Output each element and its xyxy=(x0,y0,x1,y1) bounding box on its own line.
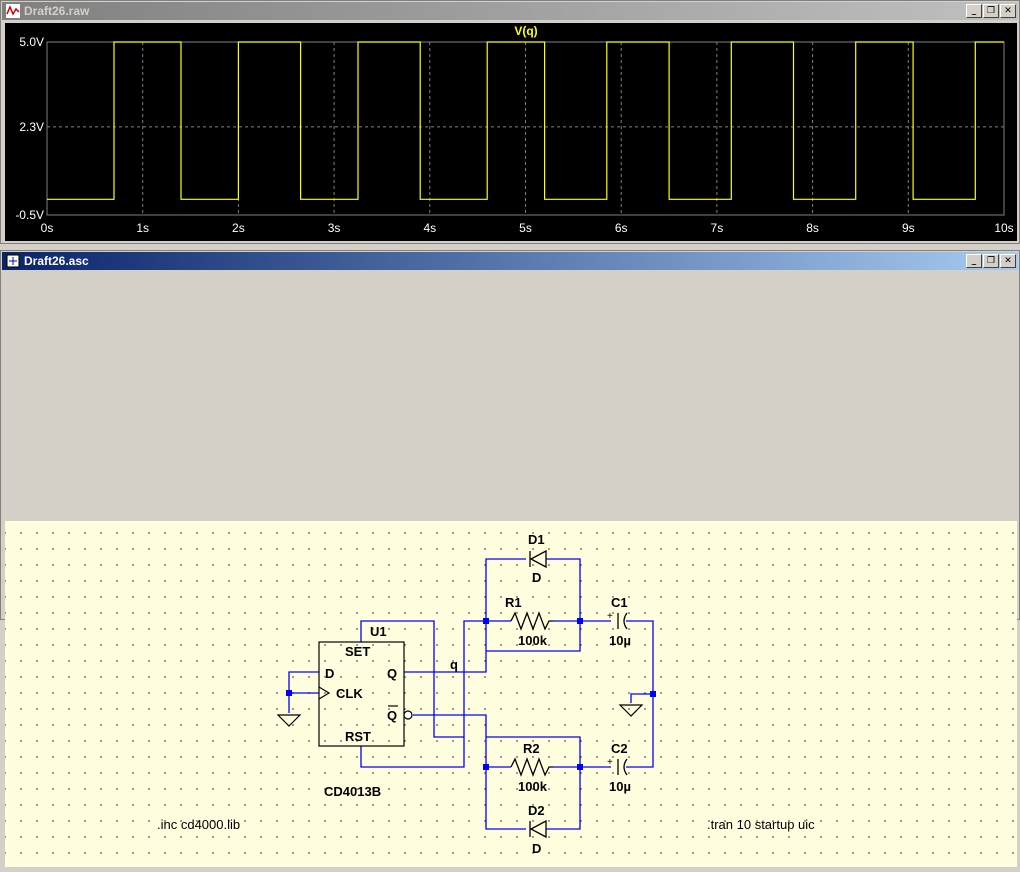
x-tick-label: 4s xyxy=(423,221,436,235)
restore-icon: ❐ xyxy=(986,255,996,266)
r2-value-label: 100k xyxy=(518,779,548,794)
schematic-window: Draft26.asc _ ❐ ✕ xyxy=(0,250,1020,867)
qbar-pin-label: Q xyxy=(387,708,397,723)
waveform-window-title: Draft26.raw xyxy=(24,4,90,18)
minimize-button[interactable]: _ xyxy=(966,254,982,268)
tran-directive[interactable]: .tran 10 startup uic xyxy=(707,817,815,832)
d2-diode[interactable] xyxy=(529,819,547,839)
part-number-label: CD4013B xyxy=(324,784,381,799)
y-tick-label: -0.5V xyxy=(15,208,44,222)
clk-pin-label: CLK xyxy=(336,686,363,701)
x-tick-label: 1s xyxy=(136,221,149,235)
r1-resistor[interactable] xyxy=(510,611,553,631)
maximize-button[interactable]: ❐ xyxy=(983,254,999,268)
d-pin-label: D xyxy=(325,666,334,681)
c1-label: C1 xyxy=(611,595,628,610)
schematic-app-icon xyxy=(6,254,20,268)
minimize-icon: _ xyxy=(971,255,977,266)
x-tick-label: 3s xyxy=(328,221,341,235)
u1-label: U1 xyxy=(370,624,387,639)
x-tick-label: 8s xyxy=(806,221,819,235)
schematic-drawing[interactable]: U1 SET D CLK Q Q RST CD4013B q D1 D R1 1… xyxy=(5,521,1017,867)
qbar-bubble-icon xyxy=(403,710,413,720)
c2-polarity-label: + xyxy=(607,757,613,768)
x-tick-label: 0s xyxy=(41,221,54,235)
close-icon: ✕ xyxy=(1004,255,1012,266)
waveform-titlebar[interactable]: Draft26.raw _ ❐ ✕ xyxy=(2,2,1018,20)
x-tick-label: 6s xyxy=(615,221,628,235)
net-q-label: q xyxy=(450,657,458,672)
ground-icon[interactable] xyxy=(618,704,644,717)
restore-icon: ❐ xyxy=(986,5,996,16)
x-tick-label: 10s xyxy=(994,221,1013,235)
waveform-app-icon xyxy=(6,4,20,18)
x-tick-label: 2s xyxy=(232,221,245,235)
trace-title[interactable]: V(q) xyxy=(514,24,537,38)
c2-label: C2 xyxy=(611,741,628,756)
maximize-button[interactable]: ❐ xyxy=(983,4,999,18)
rst-pin-label: RST xyxy=(345,729,371,744)
d2-label: D2 xyxy=(528,803,545,818)
x-tick-label: 5s xyxy=(519,221,532,235)
r2-resistor[interactable] xyxy=(510,757,553,777)
c1-polarity-label: + xyxy=(607,611,613,622)
r1-value-label: 100k xyxy=(518,633,548,648)
y-tick-label: 2.3V xyxy=(19,120,44,134)
minimize-icon: _ xyxy=(971,5,977,16)
d2-model-label: D xyxy=(532,841,541,856)
close-button[interactable]: ✕ xyxy=(1000,254,1016,268)
x-tick-label: 7s xyxy=(711,221,724,235)
q-pin-label: Q xyxy=(387,666,397,681)
c2-capacitor[interactable] xyxy=(617,758,628,776)
trace-line xyxy=(47,41,1004,200)
schematic-window-title: Draft26.asc xyxy=(24,254,89,268)
ground-icon[interactable] xyxy=(276,714,302,727)
waveform-chart[interactable]: 0s 1s 2s 3s 4s 5s 6s 7s 8s 9s 10s 5.0V 2.3V -0.5V V(q… xyxy=(5,23,1017,241)
x-tick-label: 9s xyxy=(902,221,915,235)
waveform-plot-area[interactable]: 0s 1s 2s 3s 4s 5s 6s 7s 8s 9s 10s 5.0V 2.3V -0.5V V(q… xyxy=(5,23,1017,241)
set-pin-label: SET xyxy=(345,644,370,659)
r2-label: R2 xyxy=(523,741,540,756)
d1-diode[interactable] xyxy=(529,549,547,569)
d1-label: D1 xyxy=(528,532,545,547)
r1-label: R1 xyxy=(505,595,522,610)
include-directive[interactable]: .inc cd4000.lib xyxy=(157,817,240,832)
schematic-titlebar[interactable]: Draft26.asc _ ❐ ✕ xyxy=(2,252,1018,270)
y-tick-label: 5.0V xyxy=(19,35,44,49)
close-button[interactable]: ✕ xyxy=(1000,4,1016,18)
minimize-button[interactable]: _ xyxy=(966,4,982,18)
clk-triangle-icon xyxy=(318,686,331,700)
d1-model-label: D xyxy=(532,570,541,585)
c2-value-label: 10µ xyxy=(609,779,631,794)
waveform-window: Draft26.raw _ ❐ ✕ 0s 1s 2s 3s 4s 5s 6s 7s 8s 9s 10… xyxy=(0,0,1020,244)
c1-capacitor[interactable] xyxy=(617,612,628,630)
c1-value-label: 10µ xyxy=(609,633,631,648)
close-icon: ✕ xyxy=(1004,5,1012,16)
schematic-canvas[interactable]: U1 SET D CLK Q Q RST CD4013B q D1 D R1 1… xyxy=(5,521,1017,867)
